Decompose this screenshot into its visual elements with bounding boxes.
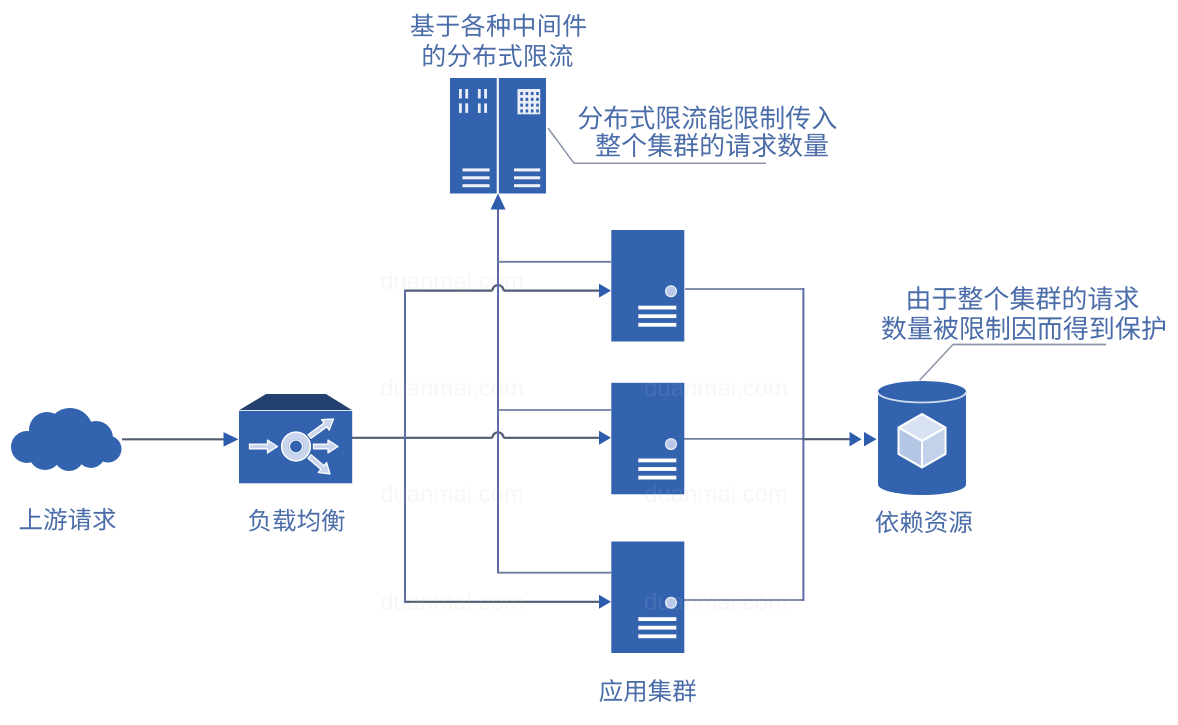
- svg-text:duanmai.com: duanmai.com: [380, 589, 524, 616]
- svg-text:duanmai.com: duanmai.com: [380, 375, 524, 402]
- svg-text:duanmai.com: duanmai.com: [644, 375, 788, 402]
- svg-text:duanmai.com: duanmai.com: [380, 268, 524, 295]
- svg-text:duanmai.com: duanmai.com: [380, 481, 524, 508]
- svg-text:duanmai.com: duanmai.com: [644, 589, 788, 616]
- svg-text:duanmai.com: duanmai.com: [380, 481, 524, 508]
- svg-text:duanmai.com: duanmai.com: [380, 375, 524, 402]
- svg-text:duanmai.com: duanmai.com: [644, 481, 788, 508]
